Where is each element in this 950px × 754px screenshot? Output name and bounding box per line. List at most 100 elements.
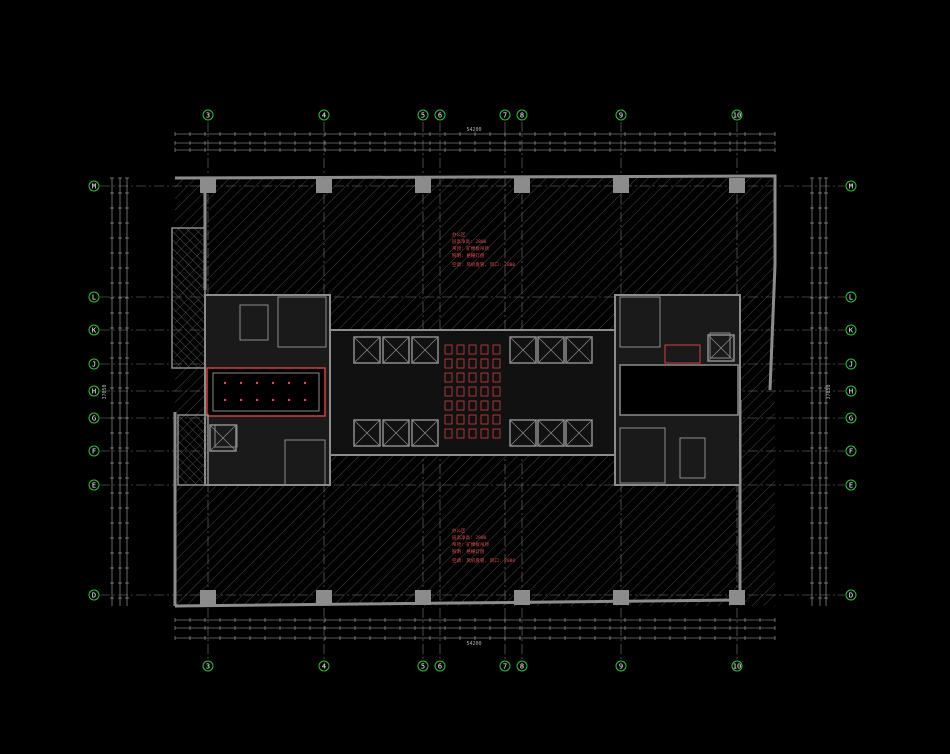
svg-text:F: F bbox=[92, 448, 96, 456]
overall-dimension-top: 54200 bbox=[466, 127, 481, 133]
row-bubble-G-right: G bbox=[845, 412, 857, 424]
row-grid-bubbles: M M L L K K J J H H G G F F E E D D bbox=[88, 180, 857, 601]
svg-text:9: 9 bbox=[619, 112, 623, 120]
note-south-1: 办公区 bbox=[452, 527, 466, 534]
column-bubble-5-bottom: 5 bbox=[417, 660, 429, 672]
svg-text:G: G bbox=[92, 415, 96, 423]
column-bubble-8-top: 8 bbox=[516, 109, 528, 121]
svg-text:M: M bbox=[849, 183, 853, 191]
svg-text:10: 10 bbox=[733, 112, 741, 120]
svg-text:4: 4 bbox=[322, 663, 326, 671]
corridor-west-inner bbox=[212, 372, 320, 412]
stair-west bbox=[171, 227, 206, 369]
column-bubble-7-bottom: 7 bbox=[499, 660, 511, 672]
svg-text:H: H bbox=[849, 388, 853, 396]
svg-text:D: D bbox=[92, 592, 96, 600]
svg-text:L: L bbox=[849, 294, 853, 302]
svg-text:D: D bbox=[849, 592, 853, 600]
note-north-4: 照明: 格栅灯盘 bbox=[452, 252, 485, 259]
row-bubble-M-right: M bbox=[845, 180, 857, 192]
building-core bbox=[171, 227, 741, 486]
row-bubble-G-left: G bbox=[88, 412, 100, 424]
note-south-5: 空调: 风机盘管, 风口: 2800 bbox=[452, 557, 515, 564]
note-north-3: 吊顶: 矿棉板吊顶 bbox=[452, 245, 489, 252]
svg-text:9: 9 bbox=[619, 663, 623, 671]
svg-text:K: K bbox=[849, 327, 854, 335]
row-bubble-D-right: D bbox=[845, 589, 857, 601]
stair-southwest bbox=[177, 414, 209, 486]
overall-dimension-left: 37050 bbox=[102, 384, 108, 399]
row-bubble-K-left: K bbox=[88, 324, 100, 336]
svg-text:5: 5 bbox=[421, 112, 425, 120]
svg-text:3: 3 bbox=[206, 112, 210, 120]
corridor-west bbox=[206, 367, 326, 417]
svg-text:10: 10 bbox=[733, 663, 741, 671]
svg-text:7: 7 bbox=[503, 112, 507, 120]
note-north-1: 办公区 bbox=[452, 231, 466, 238]
svg-text:6: 6 bbox=[438, 112, 442, 120]
row-bubble-L-right: L bbox=[845, 291, 857, 303]
overall-dimension-right: 37050 bbox=[826, 384, 832, 399]
svg-text:F: F bbox=[849, 448, 853, 456]
svg-text:G: G bbox=[849, 415, 853, 423]
row-bubble-L-left: L bbox=[88, 291, 100, 303]
column-bubble-8-bottom: 8 bbox=[516, 660, 528, 672]
row-bubble-H-right: H bbox=[845, 385, 857, 397]
row-bubble-H-left: H bbox=[88, 385, 100, 397]
row-bubble-J-left: J bbox=[88, 358, 100, 370]
column-bubble-10-bottom: 10 bbox=[731, 660, 743, 672]
column-bubble-10-top: 10 bbox=[731, 109, 743, 121]
dimension-lines bbox=[110, 132, 828, 640]
svg-text:7: 7 bbox=[503, 663, 507, 671]
notes-south: 办公区 层高净高: 2800 吊顶: 矿棉板吊顶 照明: 格栅灯盘 空调: 风机… bbox=[452, 527, 515, 564]
column-bubble-6-top: 6 bbox=[434, 109, 446, 121]
column-bubble-4-bottom: 4 bbox=[318, 660, 330, 672]
column-bubble-7-top: 7 bbox=[499, 109, 511, 121]
svg-text:5: 5 bbox=[421, 663, 425, 671]
note-south-3: 吊顶: 矿棉板吊顶 bbox=[452, 541, 489, 548]
svg-text:M: M bbox=[92, 183, 96, 191]
column-bubble-5-top: 5 bbox=[417, 109, 429, 121]
note-south-4: 照明: 格栅灯盘 bbox=[452, 548, 485, 555]
svg-text:8: 8 bbox=[520, 112, 524, 120]
row-bubble-J-right: J bbox=[845, 358, 857, 370]
svg-text:K: K bbox=[92, 327, 97, 335]
svg-text:J: J bbox=[92, 361, 96, 369]
column-bubble-3-top: 3 bbox=[202, 109, 214, 121]
row-bubble-F-left: F bbox=[88, 445, 100, 457]
row-bubble-D-left: D bbox=[88, 589, 100, 601]
lobby-corridor bbox=[329, 329, 616, 456]
elevator-shafts bbox=[209, 334, 735, 452]
svg-text:3: 3 bbox=[206, 663, 210, 671]
notes-north: 办公区 层高净高: 2800 吊顶: 矿棉板吊顶 照明: 格栅灯盘 空调: 风机… bbox=[452, 231, 515, 268]
svg-text:J: J bbox=[849, 361, 853, 369]
column-bubble-3-bottom: 3 bbox=[202, 660, 214, 672]
note-north-2: 层高净高: 2800 bbox=[452, 238, 487, 245]
column-bubble-6-bottom: 6 bbox=[434, 660, 446, 672]
svg-text:4: 4 bbox=[322, 112, 326, 120]
row-bubble-K-right: K bbox=[845, 324, 857, 336]
column-bubble-9-bottom: 9 bbox=[615, 660, 627, 672]
row-bubble-E-left: E bbox=[88, 479, 100, 491]
svg-text:E: E bbox=[92, 482, 96, 490]
column-bubble-4-top: 4 bbox=[318, 109, 330, 121]
svg-text:6: 6 bbox=[438, 663, 442, 671]
overall-dimension-bottom: 54200 bbox=[466, 641, 481, 647]
note-north-5: 空调: 风机盘管, 风口: 2800 bbox=[452, 261, 515, 268]
note-south-2: 层高净高: 2800 bbox=[452, 534, 487, 541]
row-bubble-F-right: F bbox=[845, 445, 857, 457]
restroom-fixtures bbox=[214, 296, 731, 486]
corridor-east bbox=[619, 364, 739, 416]
svg-text:L: L bbox=[92, 294, 96, 302]
row-bubble-E-right: E bbox=[845, 479, 857, 491]
svg-text:8: 8 bbox=[520, 663, 524, 671]
lobby-ceiling-lights bbox=[223, 344, 501, 439]
svg-text:H: H bbox=[92, 388, 96, 396]
row-bubble-M-left: M bbox=[88, 180, 100, 192]
structural-columns bbox=[200, 178, 745, 605]
column-bubble-9-top: 9 bbox=[615, 109, 627, 121]
svg-text:E: E bbox=[849, 482, 853, 490]
column-grid-bubbles: 3 3 4 4 5 5 6 6 7 7 8 8 9 9 10 10 bbox=[202, 109, 743, 672]
